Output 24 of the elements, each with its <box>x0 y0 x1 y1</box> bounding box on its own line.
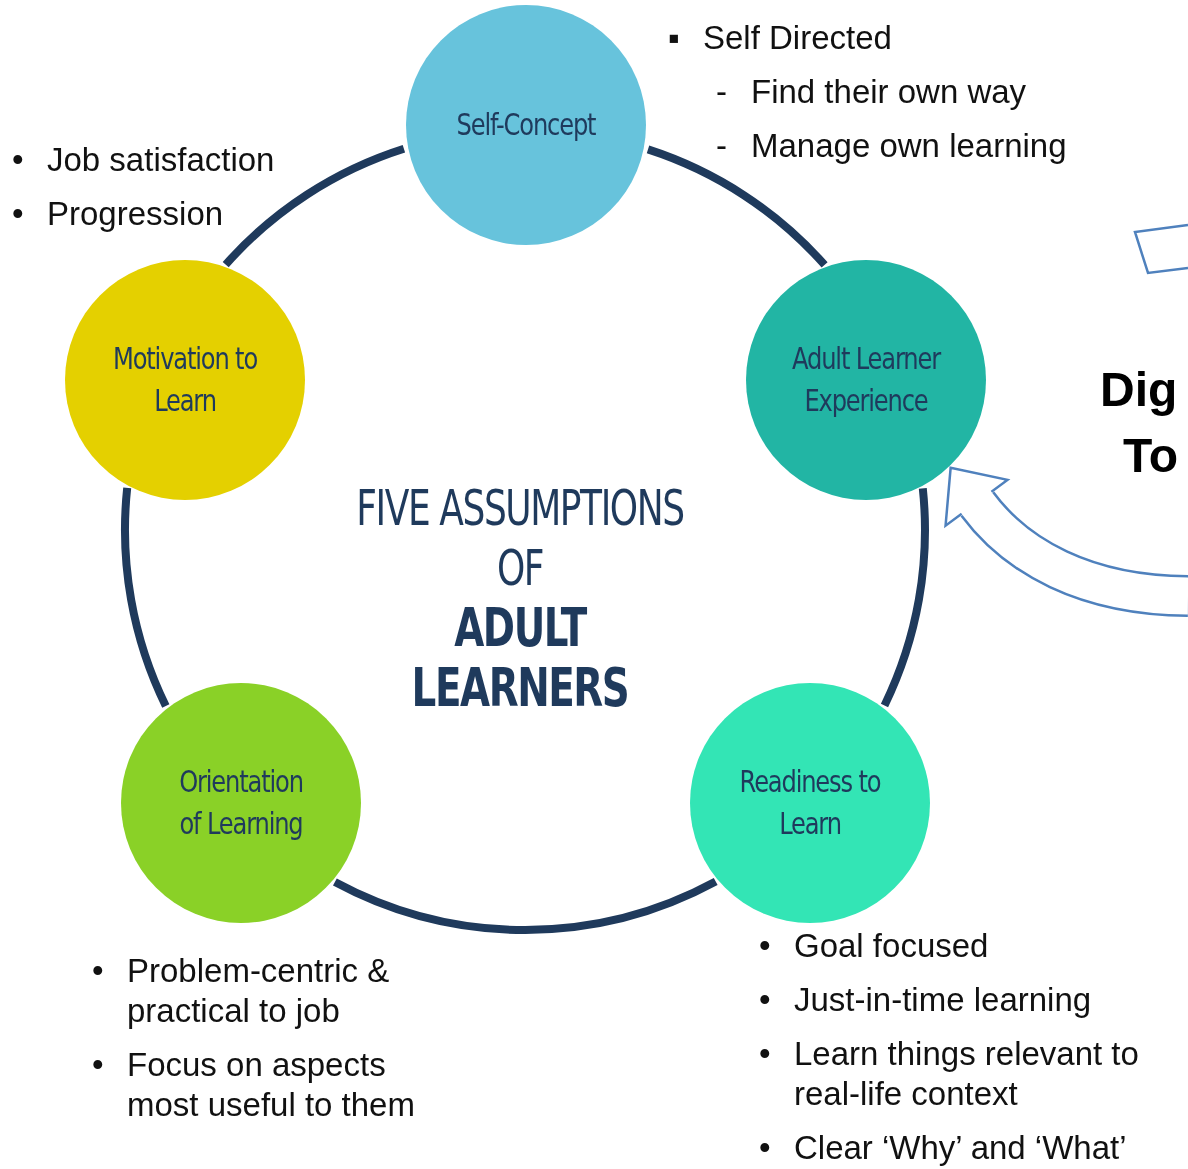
bullet-point: • Learn things relevant to real-life context <box>759 1034 1140 1114</box>
ring-arc <box>646 145 828 268</box>
cropped-label: Dig <box>1100 362 1178 417</box>
ring-arc <box>121 487 170 708</box>
bullet-point: ▪ Self Directed <box>668 18 893 58</box>
bullet-point: • Focus on aspects most useful to them <box>92 1045 416 1125</box>
circle-label: Orientation of Learning <box>178 762 304 843</box>
circle-label: Motivation to Learn <box>111 339 259 420</box>
bullet-point: • Clear ‘Why’ and ‘What’ <box>759 1128 1128 1168</box>
bullet-point: • Goal focused <box>759 926 990 966</box>
bullet-point: • Job satisfaction <box>12 140 276 180</box>
ring-arc <box>222 145 406 268</box>
bullet-point: • Problem-centric & practical to job <box>92 951 391 1031</box>
circle-label: Adult Learner Experience <box>791 339 941 420</box>
bullet-point: • Just-in-time learning <box>759 980 1093 1020</box>
bullet-point: - Manage own learning <box>716 126 1068 166</box>
circle-label: Self-Concept <box>455 105 597 145</box>
bullet-point: - Find their own way <box>716 72 1028 112</box>
circle-label: Readiness to Learn <box>738 762 882 843</box>
cropped-label: To <box>1123 428 1179 483</box>
ring-arc <box>333 877 718 934</box>
title: FIVE ASSUMPTIONS OF ADULT LEARNERS <box>355 478 685 718</box>
bullet-point: • Progression <box>12 194 225 234</box>
ring-arc <box>880 488 929 707</box>
